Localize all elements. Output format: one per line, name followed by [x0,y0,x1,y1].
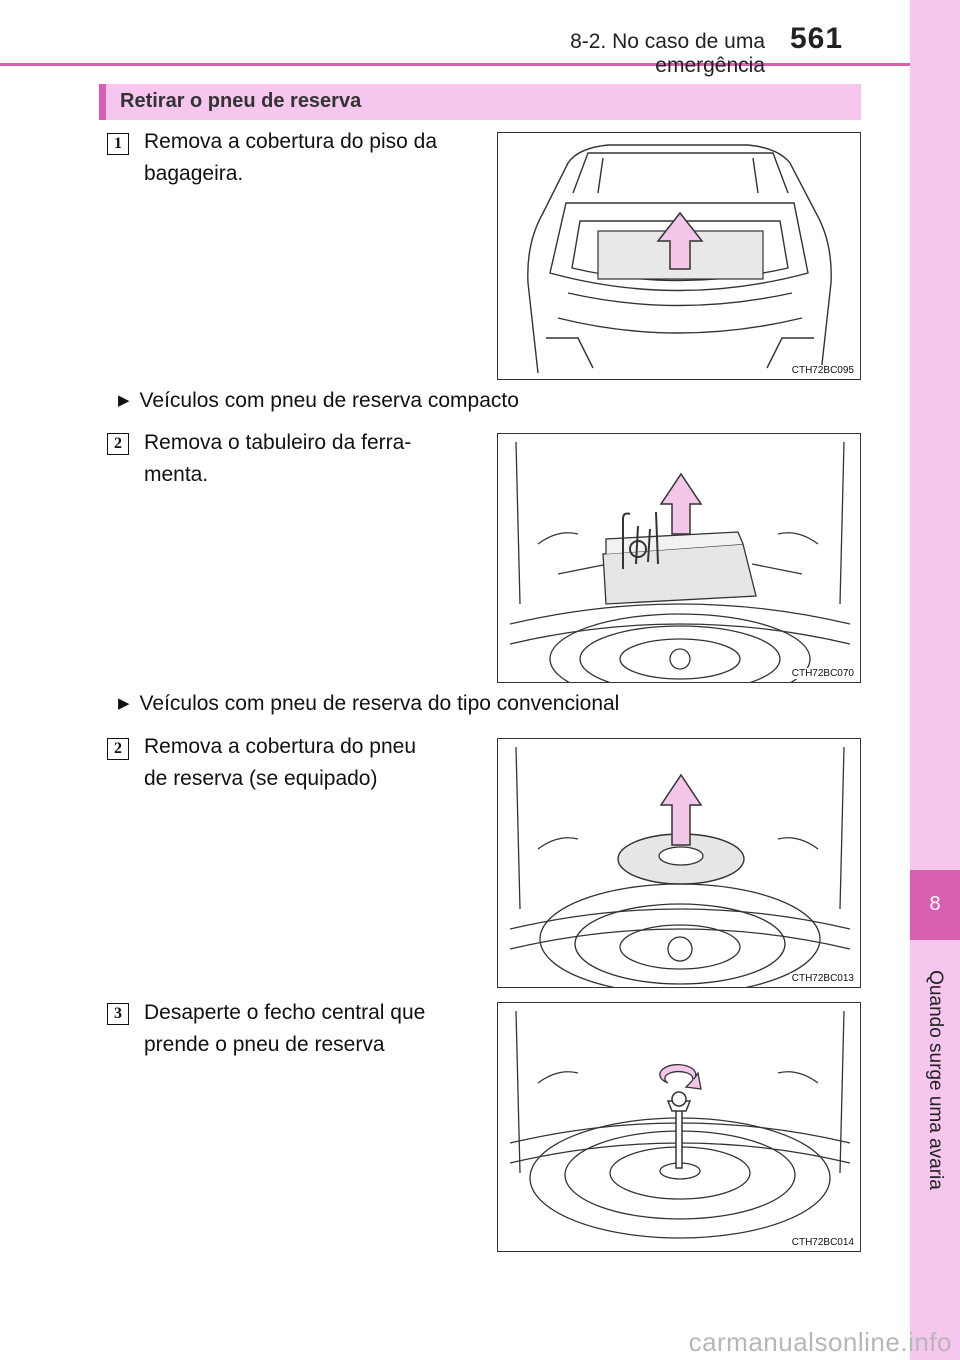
subheading-text: Veículos com pneu de reserva compacto [139,389,519,412]
figure-code: CTH72BC014 [789,1237,856,1248]
chapter-title: Quando surge uma avaria [925,970,946,1190]
step-number: 2 [107,738,129,760]
figure-code: CTH72BC013 [789,973,856,984]
figure-code: CTH72BC095 [789,365,856,376]
header-rule [0,63,910,66]
triangle-bullet-icon: ▶ [118,695,130,712]
watermark: carmanualsonline.info [688,1327,952,1357]
section-title: 8-2. No caso de uma emergência [570,30,765,77]
chapter-side-tab [910,0,960,1360]
step-number: 1 [107,133,129,155]
subheading-text: Veículos com pneu de reserva do tipo con… [139,692,620,715]
triangle-bullet-icon: ▶ [118,392,130,409]
figure-trunk-floor-cover: CTH72BC095 [497,132,861,380]
step-number: 3 [107,1003,129,1025]
tire-cover-illustration [509,746,851,987]
heading-text: Retirar o pneu de reserva [120,90,362,112]
page-number: 561 [790,22,844,55]
figure-tool-tray: CTH72BC070 [497,433,861,683]
tool-tray-illustration [509,441,851,682]
trunk-illustration [527,144,832,374]
chapter-number-box [910,870,960,940]
heading-bar: Retirar o pneu de reserva [99,84,861,120]
vehicle-condition-compact: ▶ Veículos com pneu de reserva compacto [118,389,519,413]
center-lock-illustration [509,1010,851,1239]
vehicle-condition-conventional: ▶ Veículos com pneu de reserva do tipo co… [118,692,619,716]
figure-code: CTH72BC070 [789,668,856,679]
figure-spare-tire-cover: CTH72BC013 [497,738,861,988]
figure-center-lock: CTH72BC014 [497,1002,861,1252]
chapter-number: 8 [929,893,941,915]
step-text: Remova o tabuleiro da ferra-menta. [144,431,412,486]
step-number: 2 [107,433,129,455]
